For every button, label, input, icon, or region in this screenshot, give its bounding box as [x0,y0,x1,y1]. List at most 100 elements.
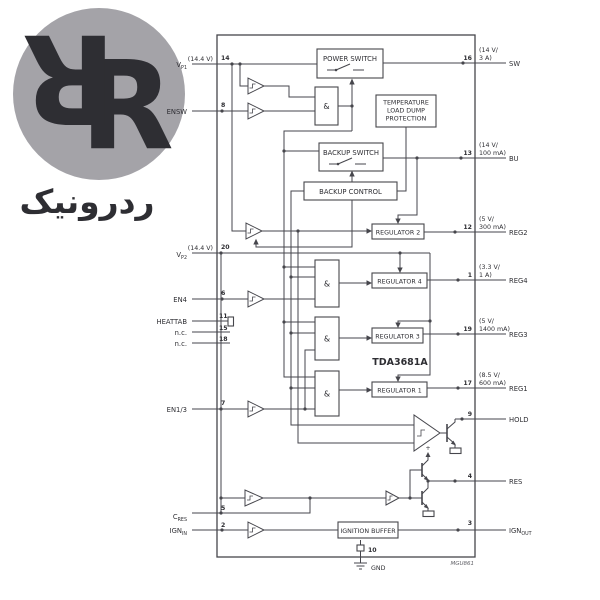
schmitt-buffers [244,77,441,539]
pin-label-nc15: n.c. [175,329,187,337]
pin-rating-reg1-1: (8.5 V/ [479,372,501,379]
pin-number-7: 7 [221,400,225,407]
backup-control-label: BACKUP CONTROL [319,188,382,196]
pin-label-nc18: n.c. [175,340,187,348]
arrowheads [253,78,456,509]
and-symbol: & [323,102,329,111]
terminal-ignout: IGNOUT [509,527,532,537]
logo-circle [13,8,185,180]
left-pin-labels: VP1 (14.4 V) 14 ENSW 8 VP2 (14.4 V) 20 E… [157,55,231,537]
terminal-res: RES [509,478,522,486]
regulator1-label: REGULATOR 1 [377,388,422,395]
pin-label-en13: EN1/3 [167,406,187,414]
pin-number-2: 2 [221,522,225,529]
pin-rating-reg2-2: 300 mA) [479,224,506,231]
temp-label-3: PROTECTION [386,116,427,123]
pin-rating-sw-1: (14 V/ [479,47,499,54]
pin-number-3: 3 [468,520,472,527]
regulator2-block [371,223,425,240]
pin-rating-vp2: (14.4 V) [188,245,213,252]
pin-number-1: 1 [468,272,472,279]
pin-number-12: 12 [463,224,472,231]
pin-number-5: 5 [221,505,225,512]
buffer-ignin-icon [247,521,266,539]
pin-rating-sw-2: 3 A) [479,55,492,62]
regulator4-block [371,272,428,289]
and-gate-top [314,86,339,126]
logo-monogram-icon: R R [22,7,174,177]
logo-brand-text: ردرونیک [19,182,154,222]
comparator-hold-icon [413,414,441,452]
pin-label-heattab: HEATTAB [157,318,188,326]
and-symbol: & [324,335,330,344]
buffer-ensw-icon [247,102,266,120]
figure-code: MGU861 [450,561,474,567]
regulator1-block [371,381,428,398]
gnd-label: GND [371,565,386,572]
heattab-icon [227,316,235,327]
pin-rating-reg4-1: (3.3 V/ [479,264,501,271]
pin-rating-vp1: (14.4 V) [188,56,213,63]
and-gate-reg1 [314,370,340,417]
and-symbol: & [324,390,330,399]
terminal-reg4: REG4 [509,277,528,285]
pin-label-ensw: ENSW [167,108,188,116]
backup-control-block [303,181,398,201]
pin-number-8: 8 [221,102,225,109]
logo-letter-r-mirrored: R [22,7,116,149]
pin-rating-reg3-1: (5 V/ [479,318,495,325]
terminal-bu: BU [509,155,519,163]
current-source-icon [449,447,462,455]
pin-label-vp1: VP1 [176,61,187,71]
ic-boundary [216,34,476,558]
power-switch-block [316,48,384,79]
pin-number-15: 15 [219,325,228,332]
switch-icon [329,157,366,166]
and-symbol: & [324,280,330,289]
right-pin-labels: 16 (14 V/ 3 A) SW 13 (14 V/ 100 mA) BU 1… [463,47,531,537]
terminal-reg3: REG3 [509,331,528,339]
pin-number-18: 18 [219,336,228,343]
temperature-protection-block [375,94,437,128]
pin-number-14: 14 [221,55,230,62]
buffer-en13-icon [247,400,266,418]
pin-number-10: 10 [368,547,377,554]
backup-switch-label: BACKUP SWITCH [323,149,379,157]
terminal-hold: HOLD [509,416,528,424]
pin-number-4: 4 [468,473,473,480]
pin-label-en4: EN4 [173,296,187,304]
power-switch-label: POWER SWITCH [323,55,377,63]
regulator3-block [371,327,424,344]
regulator2-label: REGULATOR 2 [376,230,421,237]
pin-rating-bu-2: 100 mA) [479,150,506,157]
pin-rating-reg4-2: 1 A) [479,272,492,279]
gnd-pin-box [356,544,365,552]
pin-rating-reg3-2: 1400 mA) [479,326,510,333]
current-source-icon [422,510,435,518]
company-logo: R R ردرونیک [13,7,185,222]
backup-switch-block [318,142,384,172]
pin-number-19: 19 [463,326,472,333]
buffer-res-icon [385,490,401,506]
pin-number-9: 9 [468,411,472,418]
terminal-sw: SW [509,60,520,68]
buffer-en4-icon [247,290,266,308]
pin-label-ignin: IGNIN [170,527,188,537]
switch-icon [327,63,364,72]
buffer-vp1-icon [247,77,266,95]
pin-number-13: 13 [463,150,472,157]
ignition-buffer-label: IGNITION BUFFER [340,528,396,535]
pin-number-20: 20 [221,244,230,251]
pin-label-vp2: VP2 [176,251,187,261]
junction-dots [219,61,465,532]
pin-number-11: 11 [219,313,228,320]
logo-letter-r: R [80,35,174,177]
regulator3-label: REGULATOR 3 [375,334,420,341]
terminal-reg2: REG2 [509,229,528,237]
wires [192,62,506,570]
regulator4-label: REGULATOR 4 [377,279,422,286]
pin-label-cres: CRES [173,513,187,523]
and-gate-reg4 [314,259,340,308]
pin-rating-reg2-1: (5 V/ [479,216,495,223]
